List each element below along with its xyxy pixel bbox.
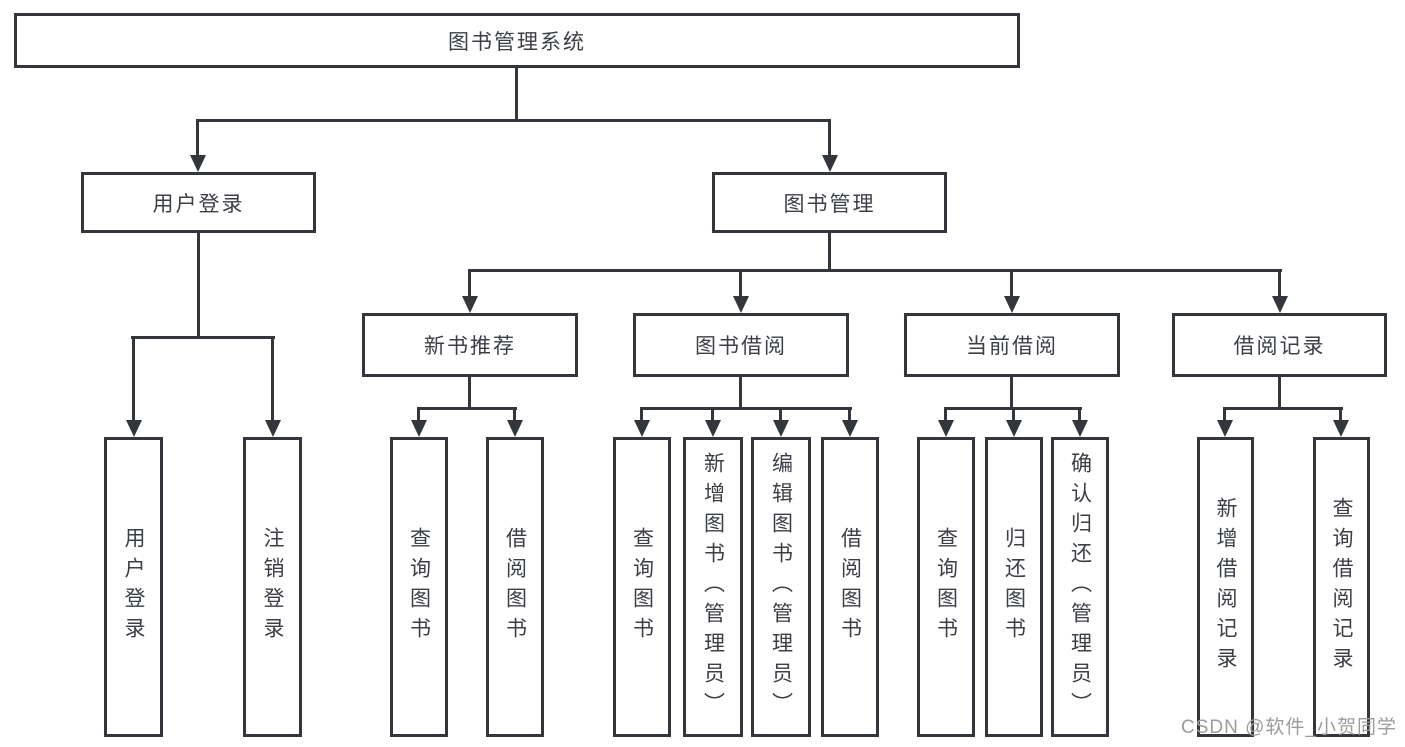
node-root-label: 图书管理系统 (448, 30, 586, 54)
connector-g3-stem (1010, 377, 1013, 410)
arrow-g3-query-books (944, 407, 947, 420)
leaf-g4-add-borrow-record: 新增借阅记录 (1197, 437, 1254, 737)
connector-g2-stem (739, 377, 742, 410)
arrow-to-leaf-user-login (132, 336, 135, 420)
leaf-g2-edit-book-admin: 编辑图书（管理员） (751, 437, 811, 737)
leaf-g1-query-books-label: 查询图书 (407, 527, 431, 647)
leaf-g3-return-books-label: 归还图书 (1002, 527, 1026, 647)
connector-level1-hline (196, 119, 831, 122)
arrow-to-book-management (828, 119, 831, 155)
node-new-book-recommend: 新书推荐 (362, 313, 578, 377)
arrow-to-book-borrow (739, 269, 742, 296)
connector-g1-stem (468, 377, 471, 410)
leaf-logout: 注销登录 (243, 437, 302, 737)
arrow-g4-add-record (1223, 407, 1226, 420)
leaf-g1-query-books: 查询图书 (390, 437, 448, 737)
connector-g4-stem (1278, 377, 1281, 410)
leaf-g3-return-books: 归还图书 (985, 437, 1043, 737)
leaf-g1-borrow-books: 借阅图书 (486, 437, 544, 737)
arrow-to-new-book-recommend (468, 269, 471, 296)
node-book-borrow: 图书借阅 (633, 313, 849, 377)
node-book-management-label: 图书管理 (783, 192, 876, 216)
leaf-g3-confirm-return-admin: 确认归还（管理员） (1051, 437, 1109, 737)
arrow-g2-edit-book (779, 407, 782, 420)
node-root: 图书管理系统 (14, 13, 1020, 68)
leaf-g2-query-books-label: 查询图书 (630, 527, 654, 647)
leaf-g2-add-book-admin-label: 新增图书（管理员） (701, 452, 725, 722)
leaf-user-login-label: 用户登录 (122, 527, 145, 647)
leaf-g4-query-borrow-record: 查询借阅记录 (1313, 437, 1370, 737)
arrow-to-current-borrow (1010, 269, 1013, 296)
node-book-borrow-label: 图书借阅 (695, 335, 787, 358)
connector-root-stem (515, 68, 518, 121)
leaf-g3-confirm-return-admin-label: 确认归还（管理员） (1068, 452, 1092, 722)
leaf-g2-query-books: 查询图书 (613, 437, 671, 737)
node-borrow-records: 借阅记录 (1172, 313, 1387, 377)
arrow-g4-query-record (1339, 407, 1342, 420)
leaf-g4-add-borrow-record-label: 新增借阅记录 (1214, 497, 1237, 677)
connector-book-mgmt-stem (828, 233, 831, 272)
arrow-g2-query-books (640, 407, 643, 420)
leaf-g2-add-book-admin: 新增图书（管理员） (683, 437, 743, 737)
connector-user-login-stem (197, 233, 200, 339)
leaf-user-login: 用户登录 (104, 437, 163, 737)
connector-g4-hline (1223, 407, 1343, 410)
node-user-login: 用户登录 (81, 172, 316, 233)
node-borrow-records-label: 借阅记录 (1233, 335, 1326, 358)
leaf-g2-edit-book-admin-label: 编辑图书（管理员） (769, 452, 793, 722)
node-user-login-label: 用户登录 (152, 192, 245, 216)
leaf-g3-query-books: 查询图书 (917, 437, 975, 737)
connector-level3-hline (468, 269, 1282, 272)
node-new-book-recommend-label: 新书推荐 (424, 335, 516, 358)
arrow-g3-confirm-return (1078, 407, 1081, 420)
leaf-g1-borrow-books-label: 借阅图书 (503, 527, 527, 647)
watermark: CSDN @软件_小贺同学 (1181, 717, 1397, 738)
arrow-to-leaf-logout (271, 336, 274, 420)
node-current-borrow-label: 当前借阅 (966, 335, 1058, 358)
arrow-to-borrow-records (1278, 269, 1281, 296)
arrow-g3-return-books (1012, 407, 1015, 420)
connector-g2-hline (640, 407, 852, 410)
leaf-g2-borrow-books: 借阅图书 (821, 437, 879, 737)
arrow-g1-query-books (417, 407, 420, 420)
arrow-g2-borrow-books (848, 407, 851, 420)
arrow-to-user-login (196, 119, 199, 155)
connector-g1-hline (417, 407, 517, 410)
arrow-g1-borrow-books (513, 407, 516, 420)
leaf-g3-query-books-label: 查询图书 (934, 527, 958, 647)
leaf-logout-label: 注销登录 (261, 527, 284, 647)
node-book-management: 图书管理 (712, 172, 947, 233)
leaf-g2-borrow-books-label: 借阅图书 (838, 527, 862, 647)
arrow-g2-add-book (711, 407, 714, 420)
connector-user-login-hline (131, 336, 275, 339)
node-current-borrow: 当前借阅 (904, 313, 1120, 377)
leaf-g4-query-borrow-record-label: 查询借阅记录 (1330, 497, 1353, 677)
